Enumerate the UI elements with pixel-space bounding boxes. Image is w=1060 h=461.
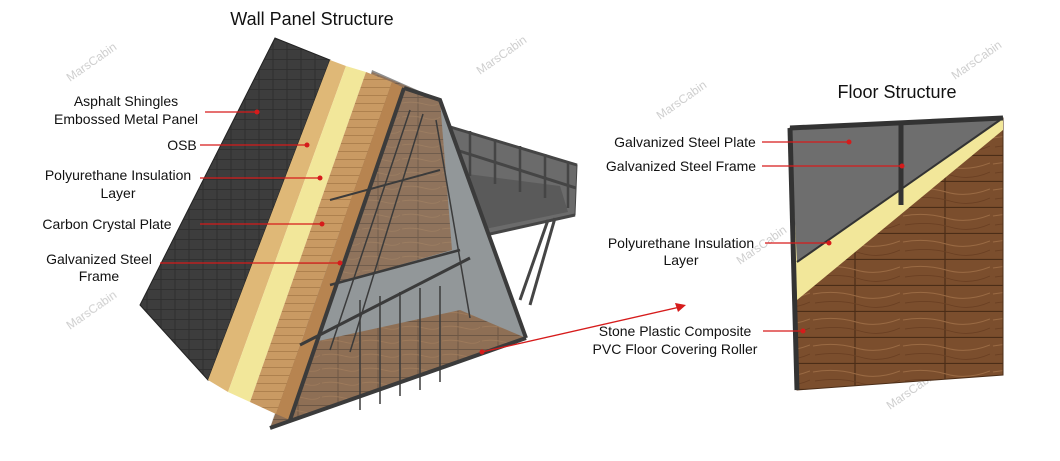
insulation-layer: [228, 66, 366, 402]
a-frame-cabin-illustration: [139, 37, 578, 430]
floor-structure-illustration: [787, 115, 1004, 391]
label-galvanized-steel: Galvanized Steel: [46, 251, 152, 267]
label-embossed-metal-panel: Embossed Metal Panel: [54, 111, 198, 127]
carbon-crystal-layer: [250, 72, 392, 414]
leader-lines: [160, 111, 902, 353]
label-polyurethane-layer: Layer: [100, 185, 135, 201]
watermark-text: MarsCabin: [654, 78, 710, 123]
label-polyurethane-insulation: Polyurethane Insulation: [45, 167, 191, 183]
label-galvanized-steel-plate: Galvanized Steel Plate: [614, 134, 756, 150]
wall-structure-title: Wall Panel Structure: [230, 9, 393, 29]
osb-layer: [208, 60, 346, 392]
label-asphalt-shingles: Asphalt Shingles: [74, 93, 178, 109]
label-stone-plastic-composite: Stone Plastic Composite: [599, 323, 752, 339]
watermark-text: MarsCabin: [64, 288, 120, 333]
label-floor-polyurethane-layer: Layer: [663, 252, 698, 268]
floor-structure-title: Floor Structure: [837, 82, 956, 102]
inner-wood-layer: [276, 82, 404, 420]
label-carbon-crystal-plate: Carbon Crystal Plate: [42, 216, 171, 232]
label-floor-polyurethane-insulation: Polyurethane Insulation: [608, 235, 754, 251]
watermark-text: MarsCabin: [64, 40, 120, 85]
arrow-head: [675, 303, 686, 312]
label-galvanized-steel-frame-floor: Galvanized Steel Frame: [606, 158, 756, 174]
label-osb: OSB: [167, 137, 197, 153]
label-pvc-floor-covering: PVC Floor Covering Roller: [593, 341, 758, 357]
watermark-text: MarsCabin: [949, 38, 1005, 83]
label-galvanized-steel-frame: Frame: [79, 268, 120, 284]
watermark-text: MarsCabin: [474, 33, 530, 78]
leader-dots: [254, 109, 905, 355]
interior-wall-wood: [330, 72, 452, 285]
